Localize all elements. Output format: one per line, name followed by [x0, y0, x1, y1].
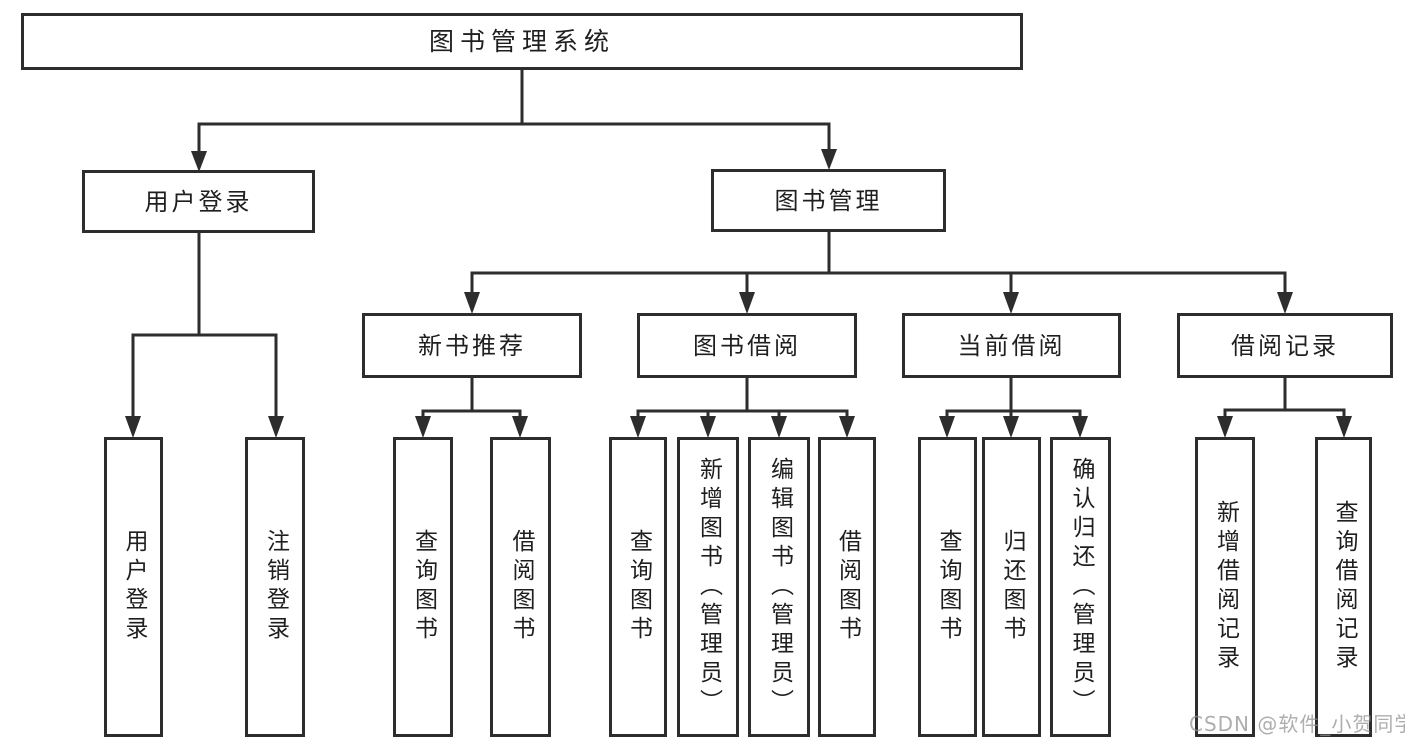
leaf-add-borrow-record: 新增借阅记录 — [1195, 437, 1255, 737]
leaf-confirm-return-admin: 确认归还（管理员） — [1050, 437, 1111, 737]
node-root: 图书管理系统 — [21, 13, 1023, 70]
leaf-query-book-recommend: 查询图书 — [393, 437, 453, 737]
node-label: 新书推荐 — [418, 331, 526, 360]
leaf-edit-book-admin: 编辑图书（管理员） — [748, 437, 810, 737]
arrowhead — [630, 416, 646, 438]
node-user-login: 用户登录 — [82, 170, 315, 233]
arrowhead — [191, 151, 207, 172]
leaf-add-book-admin: 新增图书（管理员） — [677, 437, 739, 737]
leaf-label: 新增借阅记录 — [1212, 500, 1239, 674]
arrowhead — [415, 416, 431, 438]
leaf-label: 确认归还（管理员） — [1068, 456, 1094, 718]
arrowhead — [1003, 292, 1019, 314]
leaf-label: 用户登录 — [121, 529, 147, 645]
leaf-label: 查询图书 — [935, 529, 961, 645]
connector-book-borrow-to-leaves — [630, 376, 855, 438]
node-label: 当前借阅 — [957, 331, 1066, 360]
connector-root-to-level2 — [191, 68, 837, 172]
arrowhead — [268, 416, 284, 438]
leaf-label: 归还图书 — [999, 529, 1025, 645]
leaf-label: 查询图书 — [625, 529, 652, 645]
connector-current-borrow-to-leaves — [939, 376, 1088, 438]
arrowhead — [739, 292, 755, 314]
arrowhead — [821, 149, 837, 170]
connector-borrow-records-to-leaves — [1217, 376, 1352, 438]
arrowhead — [1336, 416, 1352, 438]
node-label: 借阅记录 — [1231, 331, 1339, 360]
arrowhead — [1003, 416, 1019, 438]
leaf-label: 查询图书 — [410, 529, 437, 645]
node-label: 用户登录 — [144, 187, 253, 216]
arrowhead — [125, 416, 141, 438]
node-book-management: 图书管理 — [711, 169, 946, 232]
node-new-book-recommend: 新书推荐 — [362, 313, 582, 378]
leaf-return-book: 归还图书 — [982, 437, 1041, 737]
connector-user-login-to-leaves — [125, 231, 284, 438]
arrowhead — [1277, 292, 1293, 314]
leaf-label: 注销登录 — [262, 529, 289, 645]
connector-book-mgmt-to-level3 — [464, 230, 1293, 314]
leaf-query-borrow-record: 查询借阅记录 — [1315, 437, 1372, 737]
leaf-label: 借阅图书 — [508, 529, 534, 645]
arrowhead — [939, 416, 955, 438]
node-label: 图书借阅 — [693, 331, 801, 360]
node-current-borrow: 当前借阅 — [902, 313, 1121, 378]
csdn-watermark: CSDN @软件_小贺同学 — [1189, 712, 1405, 736]
arrowhead — [1217, 416, 1233, 438]
arrowhead — [512, 416, 528, 438]
node-borrow-records: 借阅记录 — [1177, 313, 1393, 378]
node-book-borrow: 图书借阅 — [637, 313, 857, 378]
leaf-borrow-book-recommend: 借阅图书 — [490, 437, 551, 737]
leaf-user-login: 用户登录 — [104, 437, 163, 737]
node-label: 图书管理系统 — [428, 27, 615, 56]
leaf-label: 借阅图书 — [834, 529, 861, 645]
arrowhead — [771, 416, 787, 438]
leaf-label: 新增图书（管理员） — [695, 456, 722, 718]
node-label: 图书管理 — [774, 186, 883, 215]
leaf-query-book-borrow: 查询图书 — [609, 437, 667, 737]
arrowhead — [839, 416, 855, 438]
arrowhead — [700, 416, 716, 438]
leaf-label: 查询借阅记录 — [1331, 500, 1357, 674]
arrowhead — [464, 292, 480, 314]
leaf-query-book-current: 查询图书 — [918, 437, 977, 737]
leaf-logout-login: 注销登录 — [245, 437, 305, 737]
leaf-borrow-book: 借阅图书 — [818, 437, 876, 737]
arrowhead — [1072, 416, 1088, 438]
connector-new-book-to-leaves — [415, 376, 528, 438]
leaf-label: 编辑图书（管理员） — [766, 456, 793, 718]
